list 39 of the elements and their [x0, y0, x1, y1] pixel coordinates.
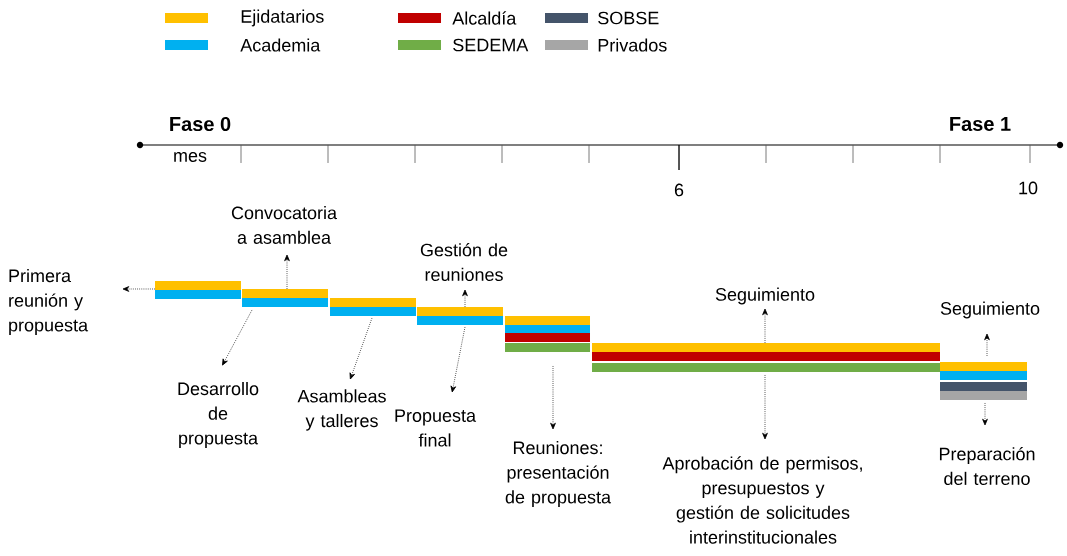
activity-label: Aprobación de permisos, presupuestos y gestión de solicitudes interinstitucionales [662, 456, 862, 544]
stacked-bar [417, 307, 503, 325]
tick-label: 10 [1019, 181, 1038, 195]
activity-label: Desarrollo de propuesta [178, 381, 259, 449]
legend-label: Alcaldía [452, 11, 517, 25]
activity-label: Gestión de reuniones [420, 242, 508, 282]
stacked-bar [330, 298, 416, 316]
legend-label: Academia [240, 38, 321, 52]
activity-label: Seguimiento [940, 301, 1040, 319]
activity-label: Seguimiento [715, 287, 815, 305]
activity-label: Convocatoria a asamblea [231, 206, 338, 244]
leader-arrow [222, 309, 253, 366]
legend-label: SEDEMA [453, 38, 529, 52]
activity-label: Preparación del terreno [939, 446, 1035, 486]
stacked-bar [592, 343, 940, 372]
leader-arrow [462, 289, 468, 308]
activity-label: Reuniones: presentación de propuesta [505, 440, 612, 508]
stacked-bar [242, 289, 328, 307]
leader-arrow [762, 374, 768, 440]
axis-unit-label: mes [174, 152, 207, 162]
legend-label: SOBSE [598, 11, 659, 25]
leader-arrow [122, 286, 156, 292]
tick-label: 6 [674, 183, 684, 197]
leader-arrow [450, 326, 466, 393]
stacked-bar [940, 362, 1027, 400]
leader-arrow [762, 308, 768, 344]
leader-arrow [550, 365, 556, 430]
stacked-bar [505, 316, 590, 352]
activity-label: Primera reunión y propuesta [9, 268, 89, 336]
activity-label: Propuesta final [395, 409, 477, 447]
leader-arrow [984, 333, 990, 357]
activity-label: Asambleas y talleres [297, 389, 386, 431]
stacked-bar [155, 281, 241, 299]
legend-label: Privados [598, 38, 667, 52]
phase-label: Fase 1 [950, 117, 1011, 131]
phase-label: Fase 0 [170, 116, 231, 132]
leader-arrow [284, 254, 290, 290]
legend-label: Ejidatarios [241, 9, 324, 27]
leader-arrow [982, 402, 988, 426]
